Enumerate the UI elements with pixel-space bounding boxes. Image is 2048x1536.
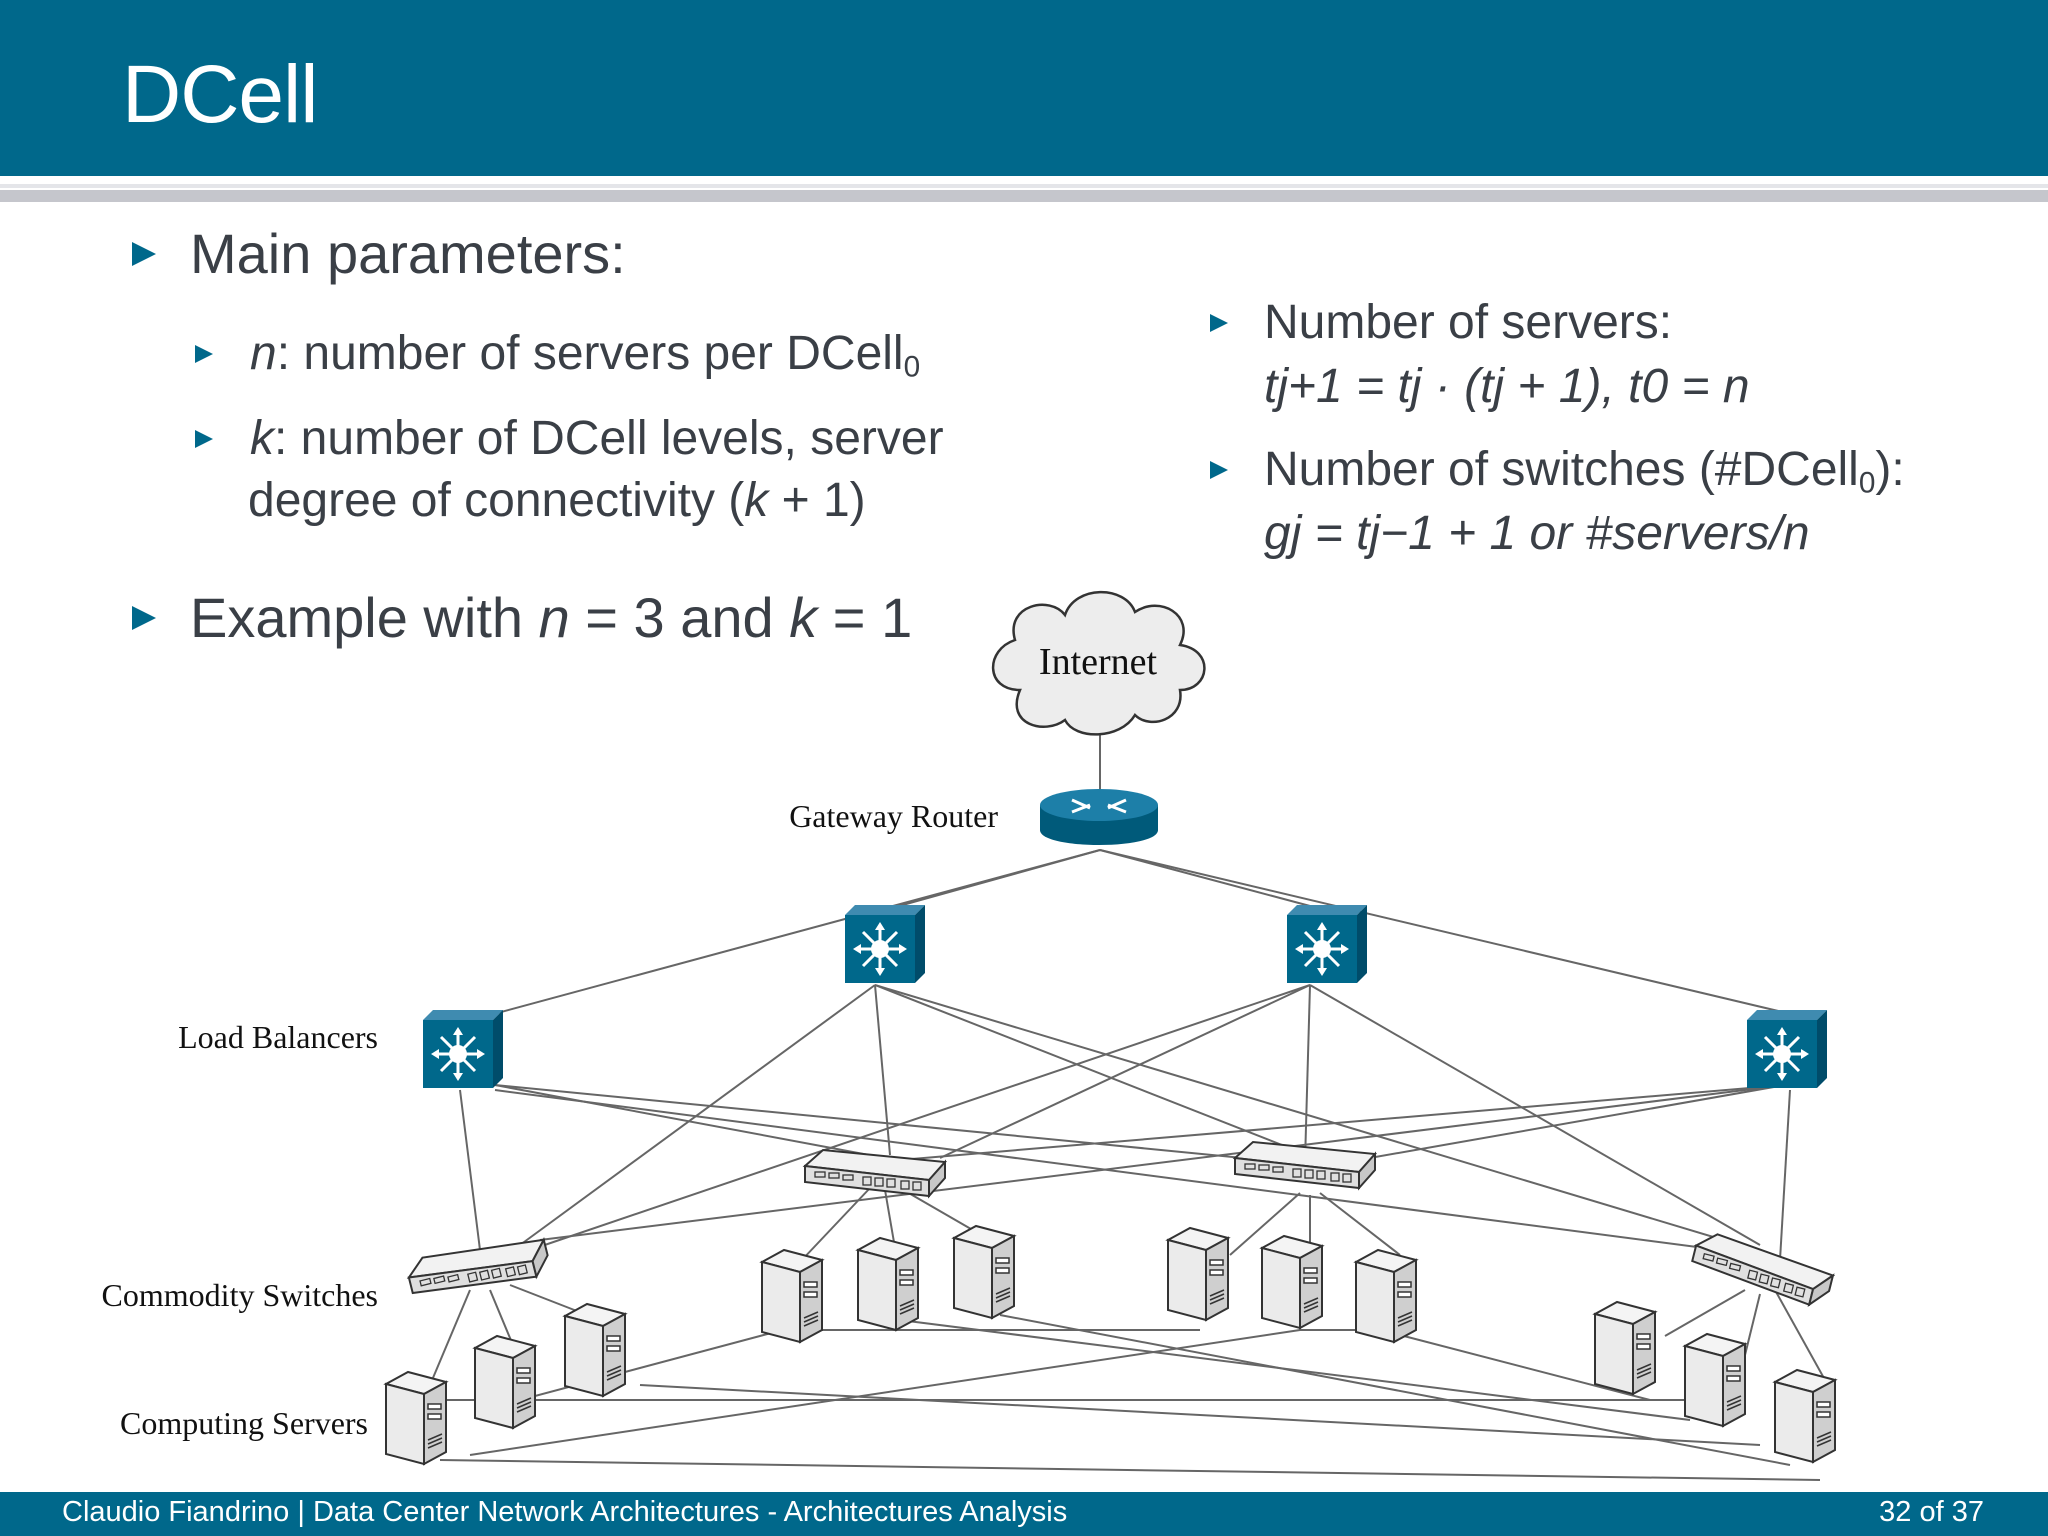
commodity-switch-icon [1687, 1229, 1837, 1310]
load-balancer-icon [843, 903, 927, 985]
bullet-marker-sub [195, 430, 213, 448]
servers-label: Number of servers: [1264, 296, 1673, 349]
commodity-switch-icon [1234, 1141, 1376, 1189]
example-k: k [789, 586, 818, 649]
slide-footer: Claudio Fiandrino | Data Center Network … [0, 1492, 2048, 1536]
server-icon [953, 1225, 1015, 1319]
internet-label: Internet [1039, 641, 1158, 683]
header-rule [0, 190, 2048, 202]
bullet-marker [132, 606, 156, 630]
bullet-marker [132, 242, 156, 266]
server-icon [1684, 1333, 1746, 1427]
commodity-switches-label: Commodity Switches [102, 1277, 378, 1313]
network-links [429, 732, 1826, 1481]
param-k-text-var: k [744, 474, 769, 527]
example-prefix: Example with [190, 586, 539, 649]
load-balancer-icon [1745, 1008, 1829, 1090]
switches-label-sub: 0 [1858, 466, 1876, 500]
main-parameters-heading: Main parameters: [190, 222, 626, 285]
bullet-marker-sub [1210, 314, 1228, 332]
server-icon [385, 1371, 447, 1465]
server-icon [1167, 1227, 1229, 1321]
servers-formula-t: t [1264, 360, 1278, 413]
param-k-text-1: : number of DCell levels, server [274, 412, 944, 465]
param-n-sub: 0 [903, 350, 921, 384]
server-icon [564, 1303, 626, 1397]
param-k-line-1: k: number of DCell levels, server [250, 408, 944, 470]
example-suffix: = 1 [817, 586, 913, 649]
gateway-router-icon [1040, 789, 1158, 845]
param-k-text-3: + 1) [768, 474, 866, 527]
gateway-router-label: Gateway Router [789, 798, 998, 834]
load-balancer-icon [421, 1008, 505, 1090]
bullet-marker-sub [195, 345, 213, 363]
example-mid: = 3 and [569, 586, 790, 649]
commodity-switch-icon [804, 1149, 946, 1197]
server-icon [1261, 1235, 1323, 1329]
page-number: 32 of 37 [1879, 1496, 1984, 1528]
server-icon [474, 1335, 536, 1429]
server-icon [761, 1249, 823, 1343]
load-balancer-icon [1285, 903, 1369, 985]
internet-cloud-icon [991, 590, 1206, 736]
load-balancers-label: Load Balancers [178, 1019, 378, 1055]
example-line: Example with n = 3 and k = 1 [190, 586, 912, 650]
server-icon [1594, 1301, 1656, 1395]
footer-text: Claudio Fiandrino | Data Center Network … [62, 1496, 1068, 1528]
bullet-marker-sub [1210, 461, 1228, 479]
switches-label-prefix: Number of switches (#DCell [1264, 443, 1859, 496]
param-k-line-2: degree of connectivity (k + 1) [248, 470, 866, 532]
param-k-var: k [250, 412, 274, 465]
switches-label-suffix: ): [1875, 443, 1905, 496]
header-rule-light [0, 184, 2048, 188]
server-icon [857, 1237, 919, 1331]
slide-header: DCell [0, 0, 2048, 176]
switches-formula: gj = tj−1 + 1 or #servers/n [1264, 507, 1810, 560]
slide-title: DCell [122, 49, 318, 140]
param-n-text: : number of servers per DCell [276, 327, 904, 380]
network-topology-diagram: Internet Gateway Router Load Balancers C… [102, 590, 1837, 1481]
param-n-line: n: number of servers per DCell0 [250, 323, 920, 398]
example-n: n [538, 586, 570, 649]
servers-formula: tj+1 = tj · (tj + 1), t0 = n [1264, 356, 1750, 418]
computing-servers-label: Computing Servers [120, 1405, 368, 1441]
param-k-text-2: degree of connectivity ( [248, 474, 745, 527]
switches-label: Number of switches (#DCell0): [1264, 439, 1905, 514]
server-icon [1355, 1249, 1417, 1343]
servers-formula-text: j+1 = tj · (tj + 1), t0 = n [1277, 360, 1750, 413]
param-n-var: n [250, 327, 277, 380]
server-icon [1774, 1369, 1836, 1463]
